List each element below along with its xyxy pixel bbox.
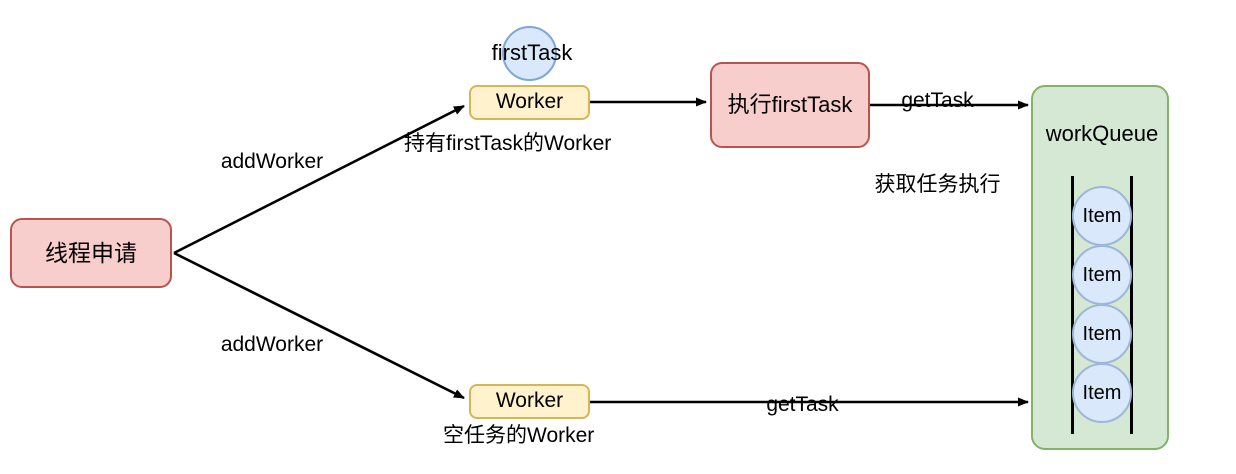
queue-item-label: Item — [1082, 204, 1122, 227]
edge-label-get-task-top-line2: 获取任务执行 — [874, 172, 1001, 196]
node-first-task-circle[interactable] — [502, 26, 557, 81]
queue-item[interactable]: Item — [1072, 363, 1132, 423]
edge-label-get-task-top-line1: getTask — [901, 89, 974, 113]
queue-item[interactable]: Item — [1072, 245, 1132, 305]
queue-item[interactable]: Item — [1072, 304, 1132, 364]
edge-label-worker-with-first-task: 持有firstTask的Worker — [404, 132, 612, 155]
node-thread-request-label: 线程申请 — [45, 239, 137, 266]
queue-item[interactable]: Item — [1072, 186, 1132, 246]
queue-rail-right — [1130, 176, 1133, 434]
node-execute-first-task[interactable]: 执行firstTask — [710, 62, 870, 148]
edge-label-add-worker-top: addWorker — [220, 150, 324, 173]
node-work-queue[interactable]: workQueue Item Item Item Item — [1031, 85, 1169, 450]
node-worker-bottom-label: Worker — [495, 389, 564, 413]
edge-label-get-task-bottom-line1: getTask — [766, 393, 839, 417]
queue-item-label: Item — [1082, 263, 1122, 286]
edge-label-add-worker-bottom: addWorker — [220, 333, 324, 356]
queue-rail-left — [1071, 176, 1074, 434]
node-execute-first-task-label: 执行firstTask — [727, 92, 853, 118]
edge-thread-request-to-worker-bottom — [173, 251, 465, 400]
node-worker-top[interactable]: Worker — [469, 85, 590, 120]
edge-thread-request-to-worker-top — [173, 104, 465, 255]
node-first-task-label: firstTask — [491, 40, 573, 66]
queue-item-label: Item — [1082, 322, 1122, 345]
node-worker-bottom[interactable]: Worker — [469, 384, 590, 419]
edge-label-empty-task-worker: 空任务的Worker — [443, 424, 595, 447]
queue-item-label: Item — [1082, 381, 1122, 404]
edge-label-get-task-top: getTask 获取任务执行 — [840, 32, 1035, 254]
edge-label-get-task-bottom: getTask 获取任务执行 — [705, 336, 900, 474]
node-worker-top-label: Worker — [495, 90, 564, 114]
node-thread-request[interactable]: 线程申请 — [10, 218, 172, 288]
node-work-queue-label: workQueue — [1045, 121, 1159, 146]
